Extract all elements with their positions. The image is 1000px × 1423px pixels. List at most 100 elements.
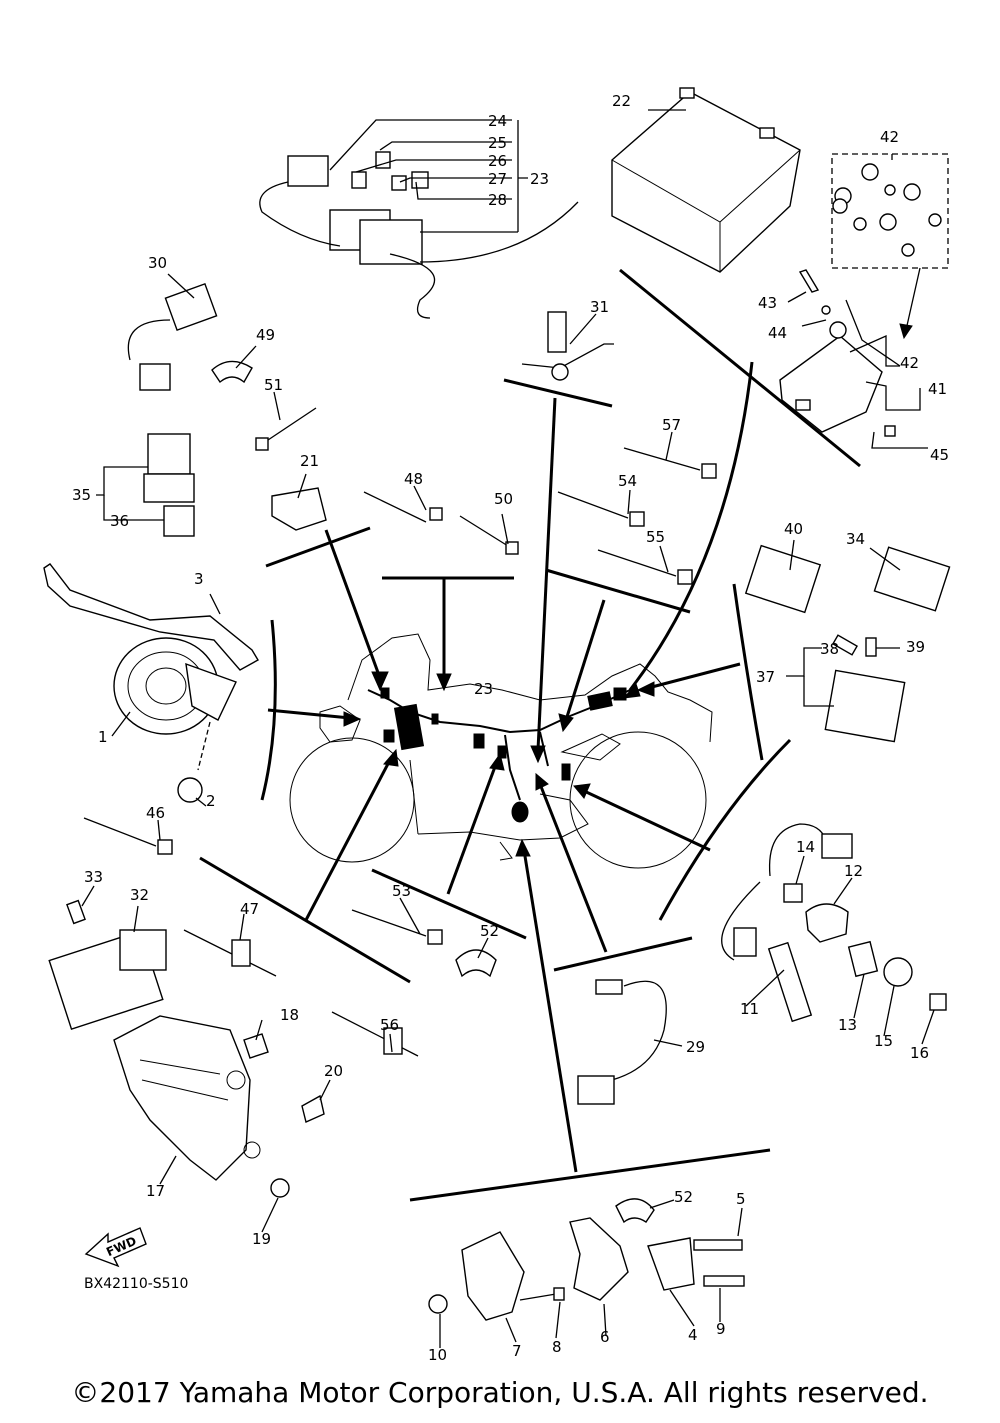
callout-7: 7 bbox=[512, 1342, 522, 1360]
callout-40: 40 bbox=[784, 520, 803, 538]
callout-52-upper: 52 bbox=[480, 922, 499, 940]
callout-49: 49 bbox=[256, 326, 275, 344]
callout-21: 21 bbox=[300, 452, 319, 470]
callout-38: 38 bbox=[820, 640, 839, 658]
engine-control-unit bbox=[779, 269, 896, 437]
callout-37: 37 bbox=[756, 668, 775, 686]
fuse-box bbox=[259, 151, 579, 319]
callout-leaders bbox=[81, 109, 935, 1348]
callout-17: 17 bbox=[146, 1182, 165, 1200]
relay-34 bbox=[873, 546, 951, 612]
callout-20: 20 bbox=[324, 1062, 343, 1080]
sensor-connector-30 bbox=[127, 282, 218, 391]
collar-14 bbox=[783, 883, 803, 903]
callout-42-top: 42 bbox=[880, 128, 899, 146]
sensor-lead-29 bbox=[577, 979, 667, 1105]
washer-15 bbox=[883, 957, 913, 987]
cable-tie-55 bbox=[597, 549, 693, 585]
callout-46: 46 bbox=[146, 804, 165, 822]
cable-tie-48 bbox=[363, 491, 443, 523]
callout-54: 54 bbox=[618, 472, 637, 490]
cable-tie-51 bbox=[255, 407, 317, 451]
callout-50: 50 bbox=[494, 490, 513, 508]
collar-8 bbox=[553, 1287, 565, 1301]
callout-52-lower: 52 bbox=[674, 1188, 693, 1206]
horn bbox=[113, 637, 237, 735]
callout-47: 47 bbox=[240, 900, 259, 918]
callout-18: 18 bbox=[280, 1006, 299, 1024]
nut-10 bbox=[428, 1294, 448, 1314]
callout-35: 35 bbox=[72, 486, 91, 504]
callout-39: 39 bbox=[906, 638, 925, 656]
callout-2: 2 bbox=[206, 792, 216, 810]
screw-19 bbox=[270, 1178, 290, 1198]
callout-9: 9 bbox=[716, 1320, 726, 1338]
cable-tie-46 bbox=[83, 817, 173, 855]
callout-27: 27 bbox=[488, 170, 507, 188]
nut-18 bbox=[243, 1033, 269, 1059]
relay-40 bbox=[744, 544, 822, 614]
callout-3: 3 bbox=[194, 570, 204, 588]
rectifier-regulator-32 bbox=[48, 929, 167, 1030]
terminal-31 bbox=[521, 311, 614, 381]
callout-11: 11 bbox=[740, 1000, 759, 1018]
callout-1: 1 bbox=[98, 728, 108, 746]
bolt-2 bbox=[177, 777, 203, 803]
group-brackets bbox=[199, 268, 861, 1202]
callout-57: 57 bbox=[662, 416, 681, 434]
callout-33: 33 bbox=[84, 868, 103, 886]
cable-tie-56 bbox=[331, 1011, 419, 1057]
callout-32: 32 bbox=[130, 886, 149, 904]
callout-43: 43 bbox=[758, 294, 777, 312]
battery-box-bracket-17 bbox=[113, 1015, 261, 1181]
callout-45: 45 bbox=[930, 446, 949, 464]
horn-bracket-3 bbox=[43, 563, 259, 671]
callout-13: 13 bbox=[838, 1016, 857, 1034]
clamp-52-upper bbox=[455, 949, 497, 978]
callout-16: 16 bbox=[910, 1044, 929, 1062]
callout-41: 41 bbox=[928, 380, 947, 398]
cable-tie-50 bbox=[459, 515, 519, 555]
callout-6: 6 bbox=[600, 1328, 610, 1346]
cover-7 bbox=[461, 1231, 525, 1321]
bracket-4 bbox=[647, 1237, 695, 1291]
callout-5: 5 bbox=[736, 1190, 746, 1208]
callout-26: 26 bbox=[488, 152, 507, 170]
callout-23-fuse: 23 bbox=[530, 170, 549, 188]
callout-10: 10 bbox=[428, 1346, 447, 1364]
diagram-code: BX42110-S510 bbox=[84, 1276, 188, 1292]
callout-48: 48 bbox=[404, 470, 423, 488]
callout-25: 25 bbox=[488, 134, 507, 152]
callout-labels: 1 2 3 4 5 6 7 8 9 10 11 12 13 14 15 16 1… bbox=[72, 92, 949, 1364]
callout-15: 15 bbox=[874, 1032, 893, 1050]
callout-8: 8 bbox=[552, 1338, 562, 1356]
harness-leaders bbox=[267, 361, 754, 1173]
callout-22: 22 bbox=[612, 92, 631, 110]
callout-34: 34 bbox=[846, 530, 865, 548]
bolt-33 bbox=[66, 899, 86, 925]
bolt-5 bbox=[693, 1239, 743, 1251]
callout-55: 55 bbox=[646, 528, 665, 546]
fwd-arrow-icon bbox=[84, 1227, 147, 1268]
cable-tie-54 bbox=[557, 491, 645, 527]
relay-35 bbox=[143, 433, 195, 537]
callout-56: 56 bbox=[380, 1016, 399, 1034]
callout-53: 53 bbox=[392, 882, 411, 900]
battery bbox=[611, 87, 801, 273]
callout-24: 24 bbox=[488, 112, 507, 130]
callout-30: 30 bbox=[148, 254, 167, 272]
callout-4: 4 bbox=[688, 1326, 698, 1344]
cable-tie-53 bbox=[351, 909, 443, 945]
callout-44: 44 bbox=[768, 324, 787, 342]
bolt-16 bbox=[929, 993, 947, 1011]
clamp-49 bbox=[211, 360, 253, 384]
callout-42-ecu: 42 bbox=[900, 354, 919, 372]
callout-23-harness: 23 bbox=[474, 680, 493, 698]
callout-29: 29 bbox=[686, 1038, 705, 1056]
callout-36: 36 bbox=[110, 512, 129, 530]
coupler-cover-21 bbox=[271, 487, 327, 531]
sensor-6 bbox=[569, 1217, 629, 1301]
pad-20 bbox=[301, 1094, 325, 1123]
clamp-52-lower bbox=[615, 1198, 655, 1224]
